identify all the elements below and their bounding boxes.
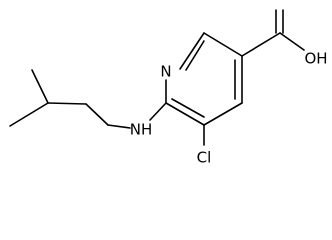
bond-ch2-ch xyxy=(47,102,87,105)
bond-ch-ch3-down xyxy=(9,102,49,127)
bond-c-oh xyxy=(279,32,305,51)
bond-ring-cooh xyxy=(241,32,281,57)
bond-c4-c5-inner xyxy=(171,98,205,118)
nitrogen-ring-label: N xyxy=(160,63,171,81)
bond-c6-n1-inner xyxy=(185,40,205,71)
molecule-drawing: N Cl NH OH xyxy=(9,9,328,167)
bond-nh-ch2 xyxy=(107,124,131,129)
bond-ch-ch3-up xyxy=(31,69,49,104)
bond-c3-c4 xyxy=(203,102,243,126)
hydroxyl-label: OH xyxy=(304,50,327,68)
bond-c6-n1 xyxy=(179,32,205,70)
bond-ring-nh xyxy=(149,102,167,121)
bond-n1-c2 xyxy=(203,32,243,57)
bond-ch2-ch2 xyxy=(85,103,109,126)
chlorine-label: Cl xyxy=(197,149,212,167)
bond-c4-c5 xyxy=(165,102,205,126)
amine-label: NH xyxy=(130,121,153,139)
structure-diagram: N Cl NH OH xyxy=(9,9,328,167)
